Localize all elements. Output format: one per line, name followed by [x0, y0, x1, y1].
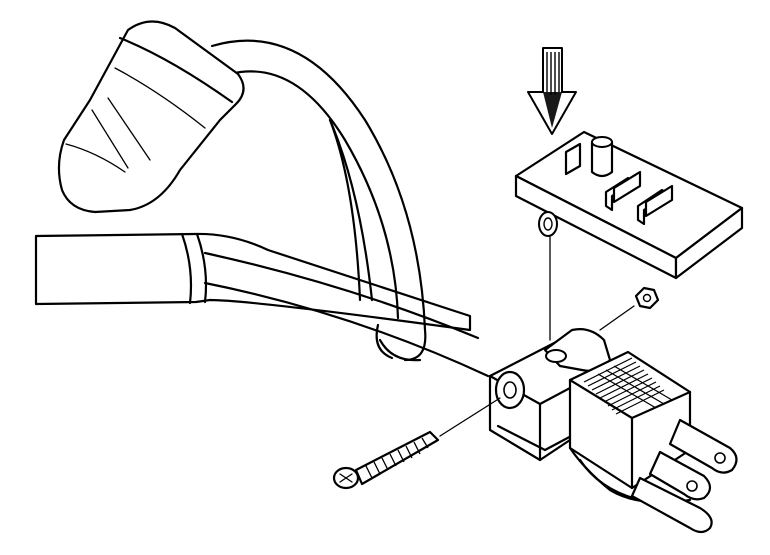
down-arrow-icon: [527, 47, 577, 135]
nut-icon: [599, 286, 660, 331]
cord-end-cap-icon: [57, 20, 427, 362]
plug-cover-icon: [514, 130, 744, 341]
power-cord-icon: [34, 232, 490, 378]
power-plug-icon: [568, 350, 738, 534]
screw-icon: [332, 397, 501, 490]
